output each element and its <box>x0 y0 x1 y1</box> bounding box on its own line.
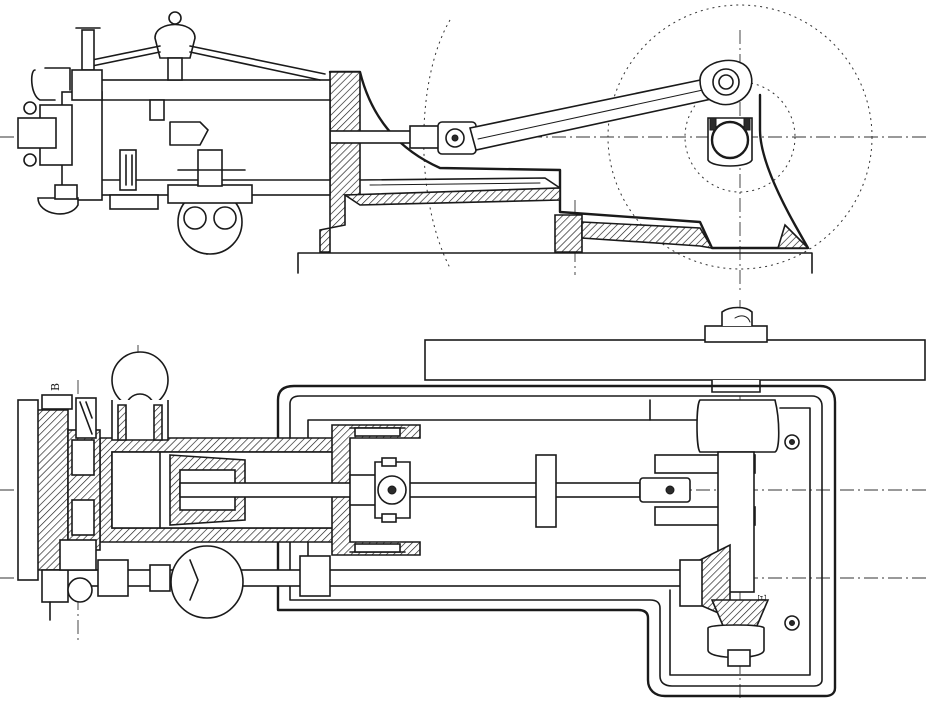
crank-bearing <box>699 59 753 167</box>
engine-bed-frame <box>328 70 810 250</box>
governor-drive <box>41 539 97 621</box>
bevel-gear <box>679 543 770 667</box>
valve-chest-section <box>17 394 101 581</box>
flywheel-rim <box>424 306 926 393</box>
foundation-block <box>297 252 813 274</box>
plan-view: B <box>0 300 928 700</box>
piston-rod-plan <box>179 454 641 528</box>
label-b: B <box>49 383 62 391</box>
bed-plate-outline <box>276 384 837 698</box>
side-elevation-view <box>0 4 928 290</box>
eccentric-pump <box>109 99 253 255</box>
governor <box>71 11 326 101</box>
lay-shaft <box>49 545 691 619</box>
flywheel-outline <box>607 4 873 270</box>
label-e: E <box>756 594 769 602</box>
crosshead <box>437 121 477 155</box>
steam-inlet <box>111 351 169 441</box>
